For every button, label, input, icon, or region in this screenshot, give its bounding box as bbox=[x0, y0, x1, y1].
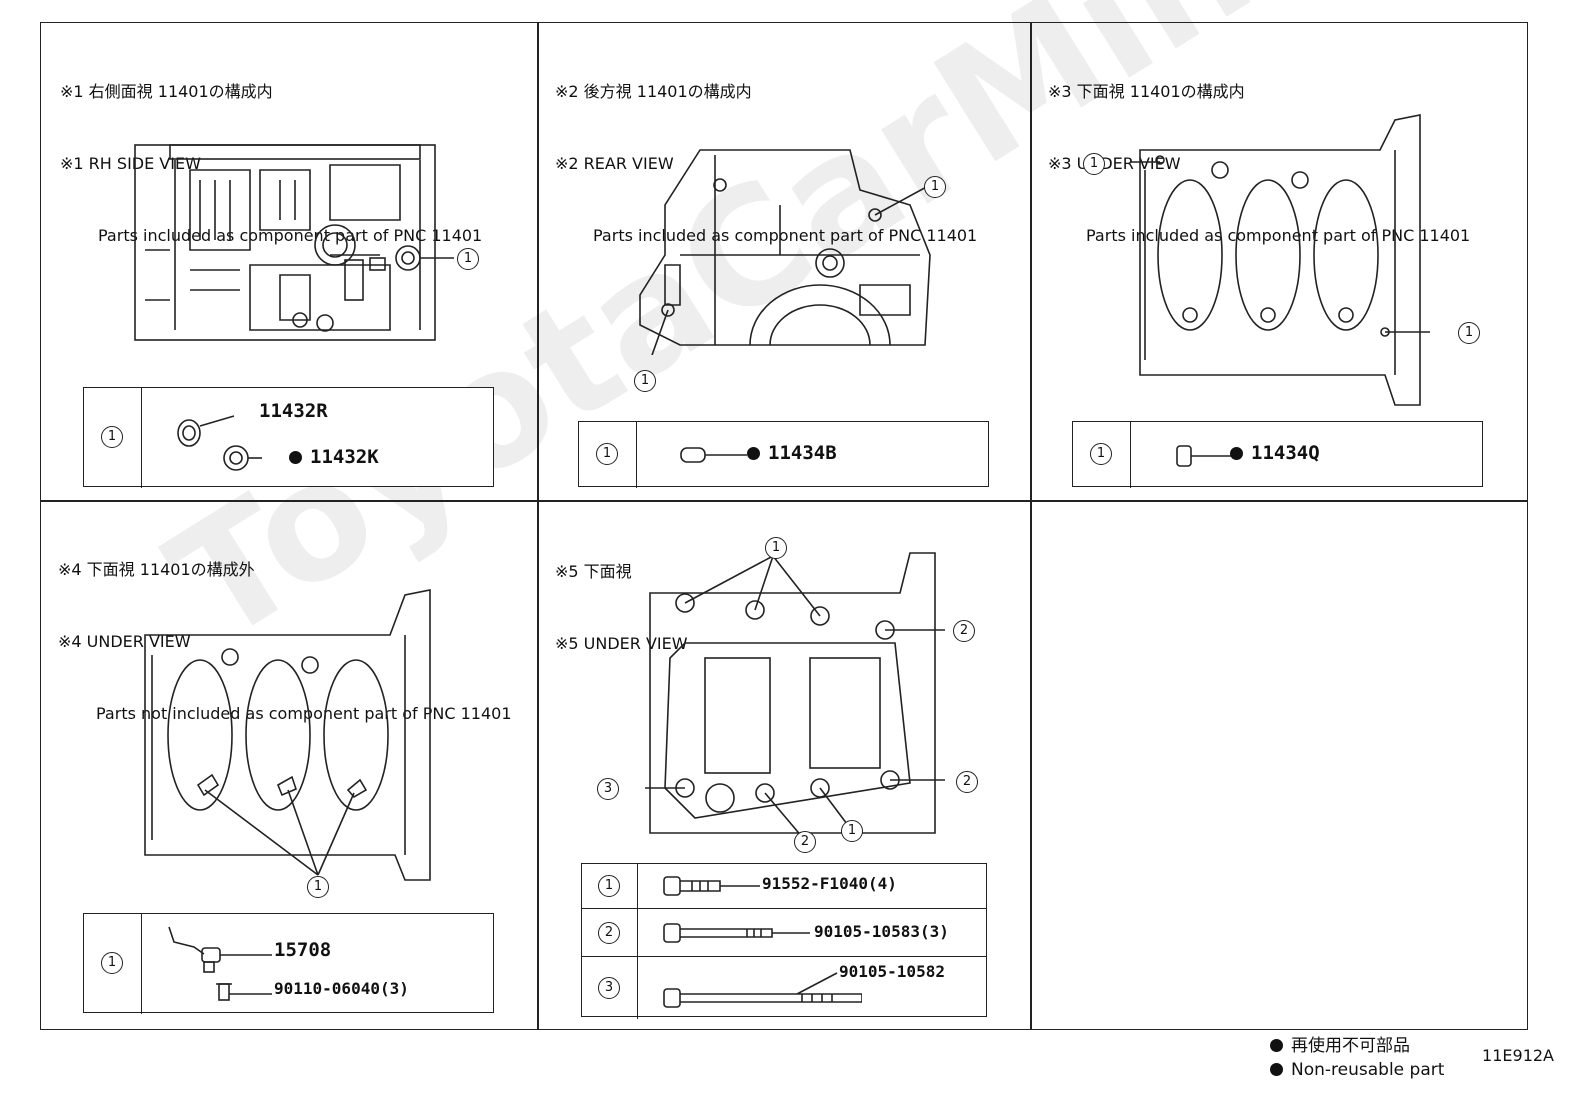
part-number: 90105-10582 bbox=[839, 962, 945, 981]
callout-2: 2 bbox=[956, 771, 978, 793]
under-view-drawing bbox=[1130, 114, 1430, 406]
callout-1: 1 bbox=[101, 952, 123, 974]
non-reusable-icon bbox=[1230, 447, 1243, 460]
legend-en: Non-reusable part bbox=[1270, 1058, 1444, 1082]
table-row: 1 11434B bbox=[579, 422, 988, 488]
parts-table-4: 1 15708 90110-06040(3) bbox=[83, 913, 494, 1014]
bolt-icon bbox=[663, 923, 810, 943]
non-reusable-icon bbox=[747, 447, 760, 460]
callout-1: 1 bbox=[596, 443, 618, 465]
table-row: 1 11432R 11432K bbox=[84, 388, 493, 488]
part-number: 91552-F1040(4) bbox=[762, 874, 897, 893]
callout-1: 1 bbox=[1090, 443, 1112, 465]
plug-icon bbox=[177, 415, 262, 471]
diagram-frame bbox=[40, 22, 1528, 1030]
callout-1: 1 bbox=[1458, 322, 1480, 344]
divider bbox=[40, 500, 1528, 502]
legend: 再使用不可部品 Non-reusable part bbox=[1270, 1034, 1444, 1082]
table-row: 3 90105-10582 bbox=[582, 956, 986, 1019]
panel-2-note: Parts included as component part of PNC … bbox=[593, 226, 978, 245]
panel-1-title-jp: ※1 右側面視 11401の構成内 bbox=[60, 82, 273, 101]
panel-2-header: ※2 後方視 11401の構成内 ※2 REAR VIEW Parts incl… bbox=[555, 32, 977, 272]
panel-4-title-en: ※4 UNDER VIEW bbox=[58, 632, 191, 651]
bolt-icon bbox=[663, 876, 760, 896]
divider bbox=[1030, 22, 1032, 1030]
dowel-pin-icon bbox=[680, 447, 747, 463]
under-view-drawing bbox=[645, 552, 945, 838]
part-number: 11434Q bbox=[1230, 442, 1320, 464]
callout-2: 2 bbox=[953, 620, 975, 642]
panel-5-header: ※5 下面視 ※5 UNDER VIEW bbox=[555, 512, 688, 680]
panel-5-title-jp: ※5 下面視 bbox=[555, 562, 632, 581]
under-view-drawing bbox=[144, 589, 431, 881]
part-number: 11432R bbox=[259, 400, 328, 422]
panel-3-header: ※3 下面視 11401の構成内 ※3 UNDER VIEW Parts inc… bbox=[1048, 32, 1470, 272]
callout-1: 1 bbox=[924, 176, 946, 198]
panel-4-note: Parts not included as component part of … bbox=[96, 704, 512, 723]
rh-side-view-drawing bbox=[134, 144, 454, 341]
panel-3-title-jp: ※3 下面視 11401の構成内 bbox=[1048, 82, 1245, 101]
callout-3: 3 bbox=[598, 977, 620, 999]
table-row: 1 91552-F1040(4) bbox=[582, 864, 986, 908]
panel-5-title-en: ※5 UNDER VIEW bbox=[555, 634, 688, 653]
dowel-pin-icon bbox=[1176, 445, 1233, 467]
legend-jp: 再使用不可部品 bbox=[1270, 1034, 1444, 1058]
callout-3: 3 bbox=[597, 778, 619, 800]
panel-3-note: Parts included as component part of PNC … bbox=[1086, 226, 1471, 245]
rear-view-drawing bbox=[639, 149, 931, 355]
panel-2-title-jp: ※2 後方視 11401の構成内 bbox=[555, 82, 752, 101]
illustration-code: 11E912A bbox=[1482, 1046, 1554, 1065]
panel-2-title-en: ※2 REAR VIEW bbox=[555, 154, 674, 173]
panel-1-note: Parts included as component part of PNC … bbox=[98, 226, 483, 245]
callout-2: 2 bbox=[794, 831, 816, 853]
oil-nozzle-icon bbox=[168, 926, 272, 1001]
parts-table-5: 1 91552-F1040(4) 2 90105-10583(3) 3 9010… bbox=[581, 863, 987, 1019]
callout-1: 1 bbox=[101, 426, 123, 448]
callout-1: 1 bbox=[598, 875, 620, 897]
non-reusable-icon bbox=[289, 451, 302, 464]
callout-1: 1 bbox=[1083, 153, 1105, 175]
parts-table-1: 1 11432R 11432K bbox=[83, 387, 494, 488]
part-number: 15708 bbox=[274, 939, 332, 961]
part-number: 90105-10583(3) bbox=[814, 922, 949, 941]
parts-table-2: 1 11434B bbox=[578, 421, 989, 488]
callout-1: 1 bbox=[841, 820, 863, 842]
callout-1: 1 bbox=[765, 537, 787, 559]
panel-1-header: ※1 右側面視 11401の構成内 ※1 RH SIDE VIEW Parts … bbox=[60, 32, 482, 272]
part-number: 11434B bbox=[747, 442, 837, 464]
table-row: 1 15708 90110-06040(3) bbox=[84, 914, 493, 1014]
divider bbox=[537, 22, 539, 1030]
non-reusable-icon bbox=[1270, 1063, 1283, 1076]
panel-4-header: ※4 下面視 11401の構成外 ※4 UNDER VIEW Parts not… bbox=[58, 510, 512, 750]
table-row: 2 90105-10583(3) bbox=[582, 908, 986, 957]
part-number: 11432K bbox=[289, 446, 379, 468]
table-row: 1 11434Q bbox=[1073, 422, 1482, 488]
callout-1: 1 bbox=[634, 370, 656, 392]
callout-2: 2 bbox=[598, 922, 620, 944]
part-number: 90110-06040(3) bbox=[274, 979, 409, 998]
callout-1: 1 bbox=[307, 876, 329, 898]
non-reusable-icon bbox=[1270, 1039, 1283, 1052]
parts-table-3: 1 11434Q bbox=[1072, 421, 1483, 488]
panel-4-title-jp: ※4 下面視 11401の構成外 bbox=[58, 560, 255, 579]
callout-1: 1 bbox=[457, 248, 479, 270]
bolt-icon bbox=[663, 972, 862, 1008]
